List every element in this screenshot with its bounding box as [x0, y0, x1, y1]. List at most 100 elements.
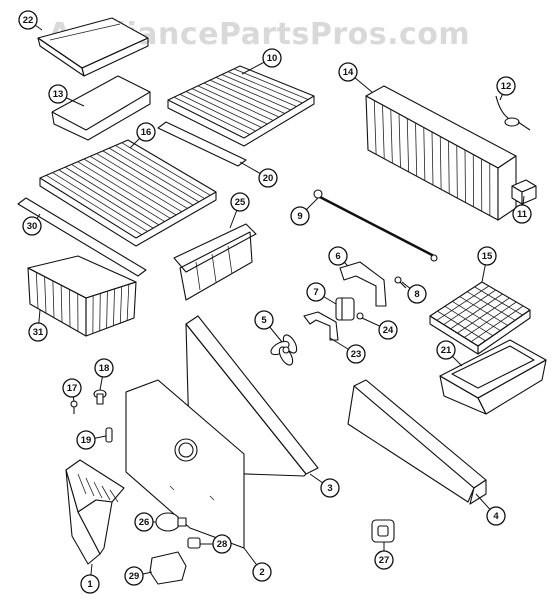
callout-circle	[254, 310, 274, 330]
callout-7: 7	[306, 282, 337, 305]
callout-25: 25	[229, 192, 250, 229]
callout-3: 3	[309, 473, 340, 498]
callout-14: 14	[338, 62, 373, 93]
callout-circle	[124, 566, 144, 586]
callout-circle	[338, 62, 358, 82]
callout-circle	[262, 48, 282, 68]
callout-circle	[346, 344, 366, 364]
part-13-wire-frame	[51, 75, 151, 141]
part-25-divider	[173, 223, 257, 301]
part-8-screw	[394, 276, 407, 289]
callout-circle	[94, 358, 114, 378]
part-26-light-bulb	[155, 512, 187, 532]
callout-number: 28	[217, 539, 228, 550]
callout-circle	[48, 84, 68, 104]
callout-circle	[486, 506, 506, 526]
callout-circle	[320, 478, 340, 498]
callout-31: 31	[28, 309, 48, 342]
callout-22: 22	[18, 10, 43, 31]
part-24-grommet	[356, 312, 364, 320]
callout-11: 11	[512, 195, 532, 224]
part-22-crisper-cover	[37, 17, 149, 77]
callout-number: 20	[263, 173, 274, 184]
callout-circle	[28, 322, 48, 342]
part-31-wire-basket	[27, 255, 137, 337]
callout-circle	[496, 76, 516, 96]
callout-19: 19	[76, 430, 107, 450]
callout-circle	[306, 282, 326, 302]
callout-number: 21	[441, 345, 452, 356]
callout-15: 15	[477, 246, 497, 283]
callout-circle	[290, 206, 310, 226]
part-14-evaporator	[365, 85, 517, 221]
part-7-motor	[335, 297, 355, 321]
callout-5: 5	[254, 310, 283, 343]
callout-number: 22	[23, 15, 34, 26]
callout-number: 7	[313, 287, 318, 298]
callout-8: 8	[401, 281, 427, 304]
callout-29: 29	[124, 566, 153, 586]
callout-number: 11	[517, 209, 528, 220]
callout-10: 10	[241, 48, 282, 75]
callout-6: 6	[328, 246, 349, 267]
callout-number: 5	[261, 315, 267, 326]
callout-number: 27	[379, 555, 390, 566]
part-19-clip	[105, 427, 113, 443]
callout-number: 4	[493, 511, 499, 522]
callout-24: 24	[361, 317, 398, 340]
part-21-ice-bin	[439, 339, 547, 415]
callout-9: 9	[290, 197, 319, 226]
callout-number: 12	[501, 81, 512, 92]
part-6-bracket	[339, 261, 387, 307]
part-10-wire-shelf	[167, 65, 315, 147]
callout-number: 8	[414, 289, 419, 300]
callout-number: 9	[297, 211, 302, 222]
callout-4: 4	[475, 493, 506, 526]
callout-1: 1	[80, 563, 100, 594]
callout-number: 6	[335, 251, 340, 262]
callout-number: 18	[99, 363, 110, 374]
callout-circle	[477, 246, 497, 266]
callout-28: 28	[200, 534, 232, 554]
callout-18: 18	[94, 358, 114, 391]
callout-circle	[436, 340, 456, 360]
part-9-heater-rod	[313, 189, 438, 262]
callout-circle	[374, 550, 394, 570]
part-28-socket	[187, 537, 201, 549]
callout-circle	[18, 10, 38, 30]
callout-23: 23	[329, 337, 366, 364]
callout-circle	[80, 574, 100, 594]
callout-circle	[230, 192, 250, 212]
callout-circle	[512, 204, 532, 224]
callout-circle	[258, 168, 278, 188]
callout-12: 12	[496, 76, 516, 101]
callout-number: 2	[259, 567, 264, 578]
part-12-sensor	[495, 95, 531, 131]
callout-17: 17	[62, 378, 82, 403]
callout-circle	[212, 534, 232, 554]
part-23-motor-bracket	[303, 311, 339, 341]
part-20-trim-rod	[157, 121, 247, 167]
callout-circle	[62, 378, 82, 398]
part-16-wire-shelf	[39, 139, 217, 247]
callout-20: 20	[239, 161, 278, 188]
part-27-cap	[371, 519, 395, 543]
callout-21: 21	[436, 340, 463, 367]
callout-2: 2	[243, 547, 272, 582]
part-30-trim-rod	[17, 197, 147, 277]
callout-number: 14	[343, 67, 354, 78]
callout-16: 16	[129, 122, 156, 149]
part-4-door-rail	[347, 379, 487, 505]
callout-number: 29	[129, 571, 140, 582]
part-15-ice-tray	[429, 281, 531, 355]
part-11-terminal-block	[511, 179, 537, 205]
callout-circle	[328, 246, 348, 266]
callout-number: 31	[33, 327, 44, 338]
callout-number: 1	[87, 579, 93, 590]
part-29-light-shield	[149, 551, 187, 585]
callout-circle	[22, 216, 42, 236]
callout-circle	[76, 430, 96, 450]
callout-number: 30	[27, 221, 38, 232]
